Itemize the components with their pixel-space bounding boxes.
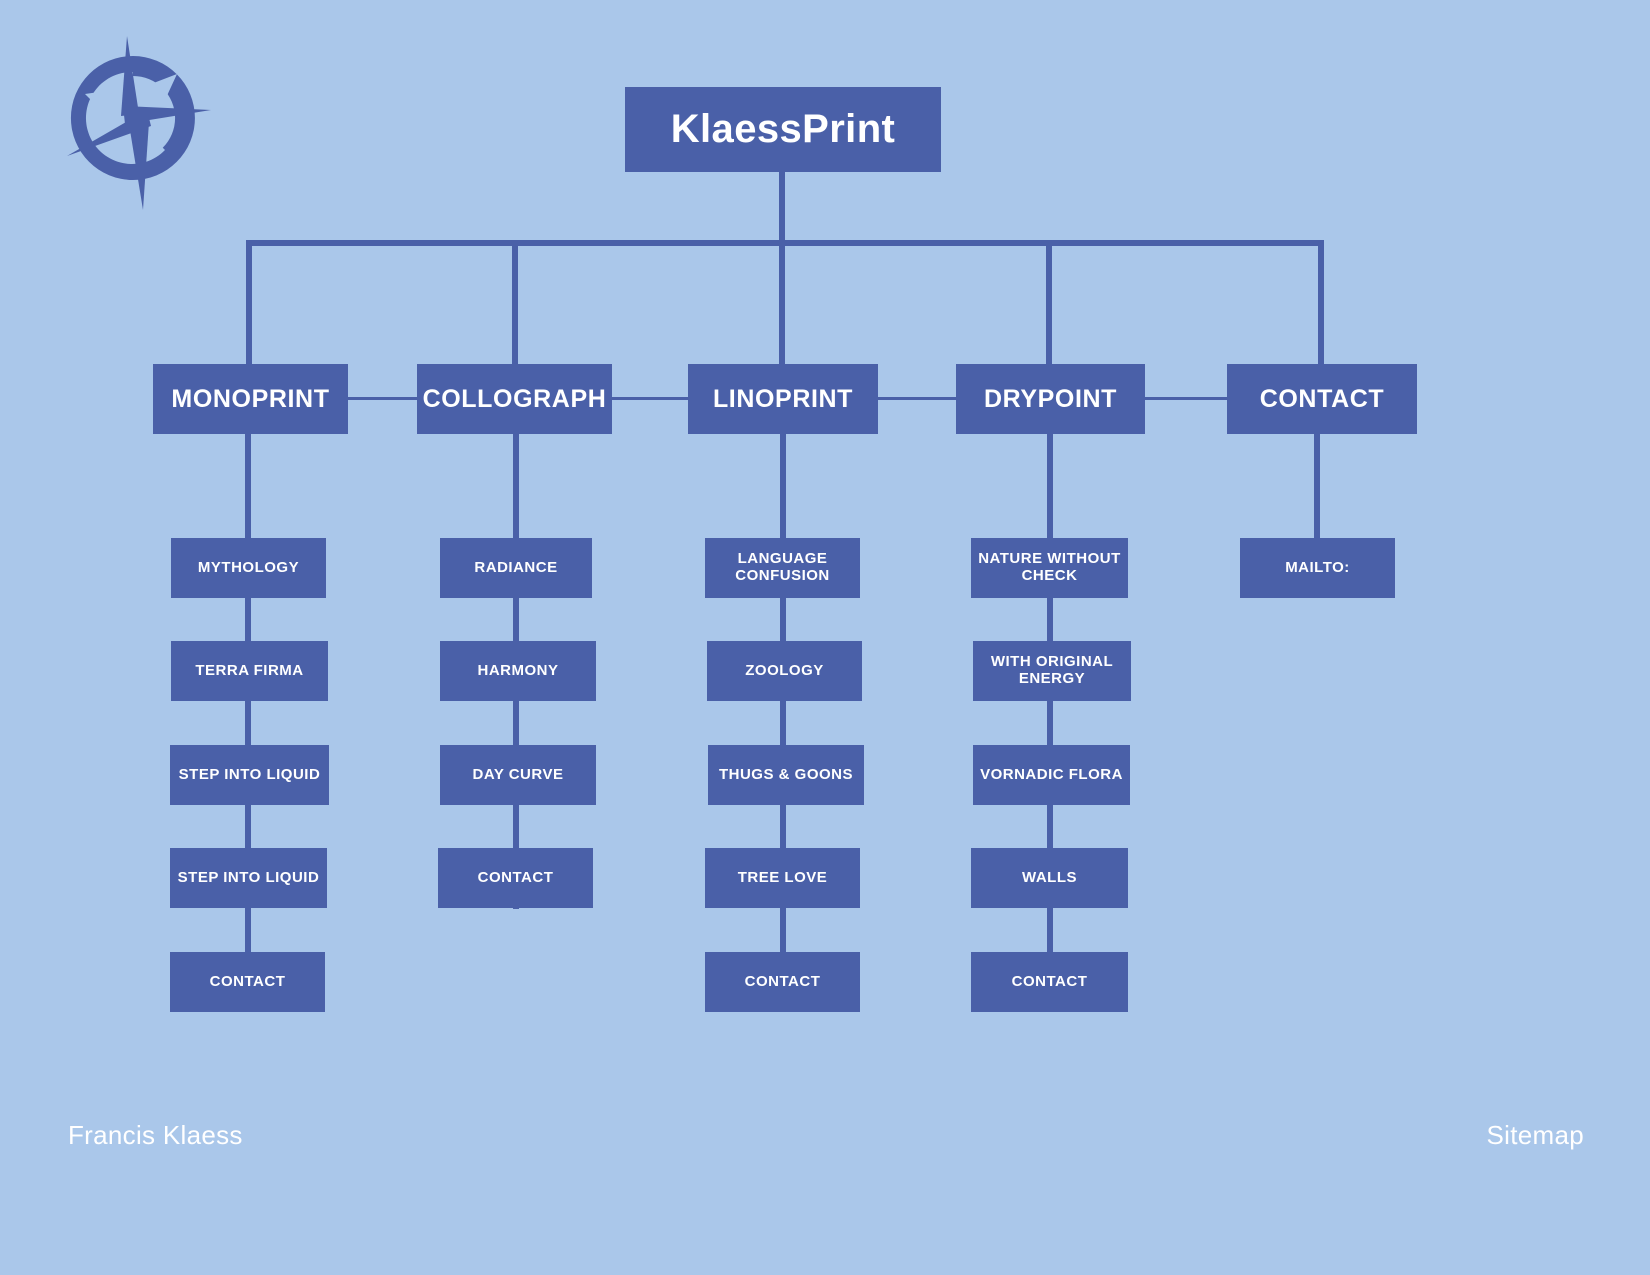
node-linoprint-child-5[interactable]: CONTACT [705,952,860,1012]
footer-author: Francis Klaess [68,1120,243,1150]
node-monoprint-child-1[interactable]: MYTHOLOGY [171,538,326,598]
node-drypoint-child-1[interactable]: NATURE WITHOUT CHECK [971,538,1128,598]
node-contact-child-1[interactable]: MAILTO: [1240,538,1395,598]
node-collograph-child-2[interactable]: HARMONY [440,641,596,701]
node-linoprint-child-1[interactable]: LANGUAGE CONFUSION [705,538,860,598]
connector-sibling-1 [348,397,420,400]
node-linoprint-child-4[interactable]: TREE LOVE [705,848,860,908]
connector-spine-monoprint [245,434,251,1012]
connector-sibling-4 [1145,397,1227,400]
node-collograph-child-4[interactable]: CONTACT [438,848,593,908]
node-linoprint-child-2[interactable]: ZOOLOGY [707,641,862,701]
connector-drop-drypoint [1046,240,1052,365]
connector-root-stem [779,172,785,244]
node-drypoint-child-4[interactable]: WALLS [971,848,1128,908]
node-monoprint-child-2[interactable]: TERRA FIRMA [171,641,328,701]
node-collograph-child-1[interactable]: RADIANCE [440,538,592,598]
node-contact[interactable]: CONTACT [1227,364,1417,434]
node-drypoint[interactable]: DRYPOINT [956,364,1145,434]
compass-c-logo [55,28,215,218]
node-collograph[interactable]: COLLOGRAPH [417,364,612,434]
connector-sibling-3 [878,397,956,400]
node-drypoint-child-2[interactable]: WITH ORIGINAL ENERGY [973,641,1131,701]
connector-spine-drypoint [1047,434,1053,1012]
node-linoprint[interactable]: LINOPRINT [688,364,878,434]
node-monoprint-child-5[interactable]: CONTACT [170,952,325,1012]
node-root[interactable]: KlaessPrint [625,87,941,172]
node-linoprint-child-3[interactable]: THUGS & GOONS [708,745,864,805]
node-monoprint[interactable]: MONOPRINT [153,364,348,434]
connector-drop-contact [1318,240,1324,365]
node-monoprint-child-3[interactable]: STEP INTO LIQUID [170,745,329,805]
connector-drop-collograph [512,240,518,365]
connector-root-bus [246,240,1324,246]
connector-drop-linoprint [779,240,785,365]
connector-drop-monoprint [246,240,252,365]
node-drypoint-child-5[interactable]: CONTACT [971,952,1128,1012]
node-drypoint-child-3[interactable]: VORNADIC FLORA [973,745,1130,805]
node-monoprint-child-4[interactable]: STEP INTO LIQUID [170,848,327,908]
connector-spine-contact [1314,434,1320,564]
connector-spine-linoprint [780,434,786,1012]
footer-title: Sitemap [1486,1120,1584,1150]
node-collograph-child-3[interactable]: DAY CURVE [440,745,596,805]
connector-sibling-2 [612,397,688,400]
